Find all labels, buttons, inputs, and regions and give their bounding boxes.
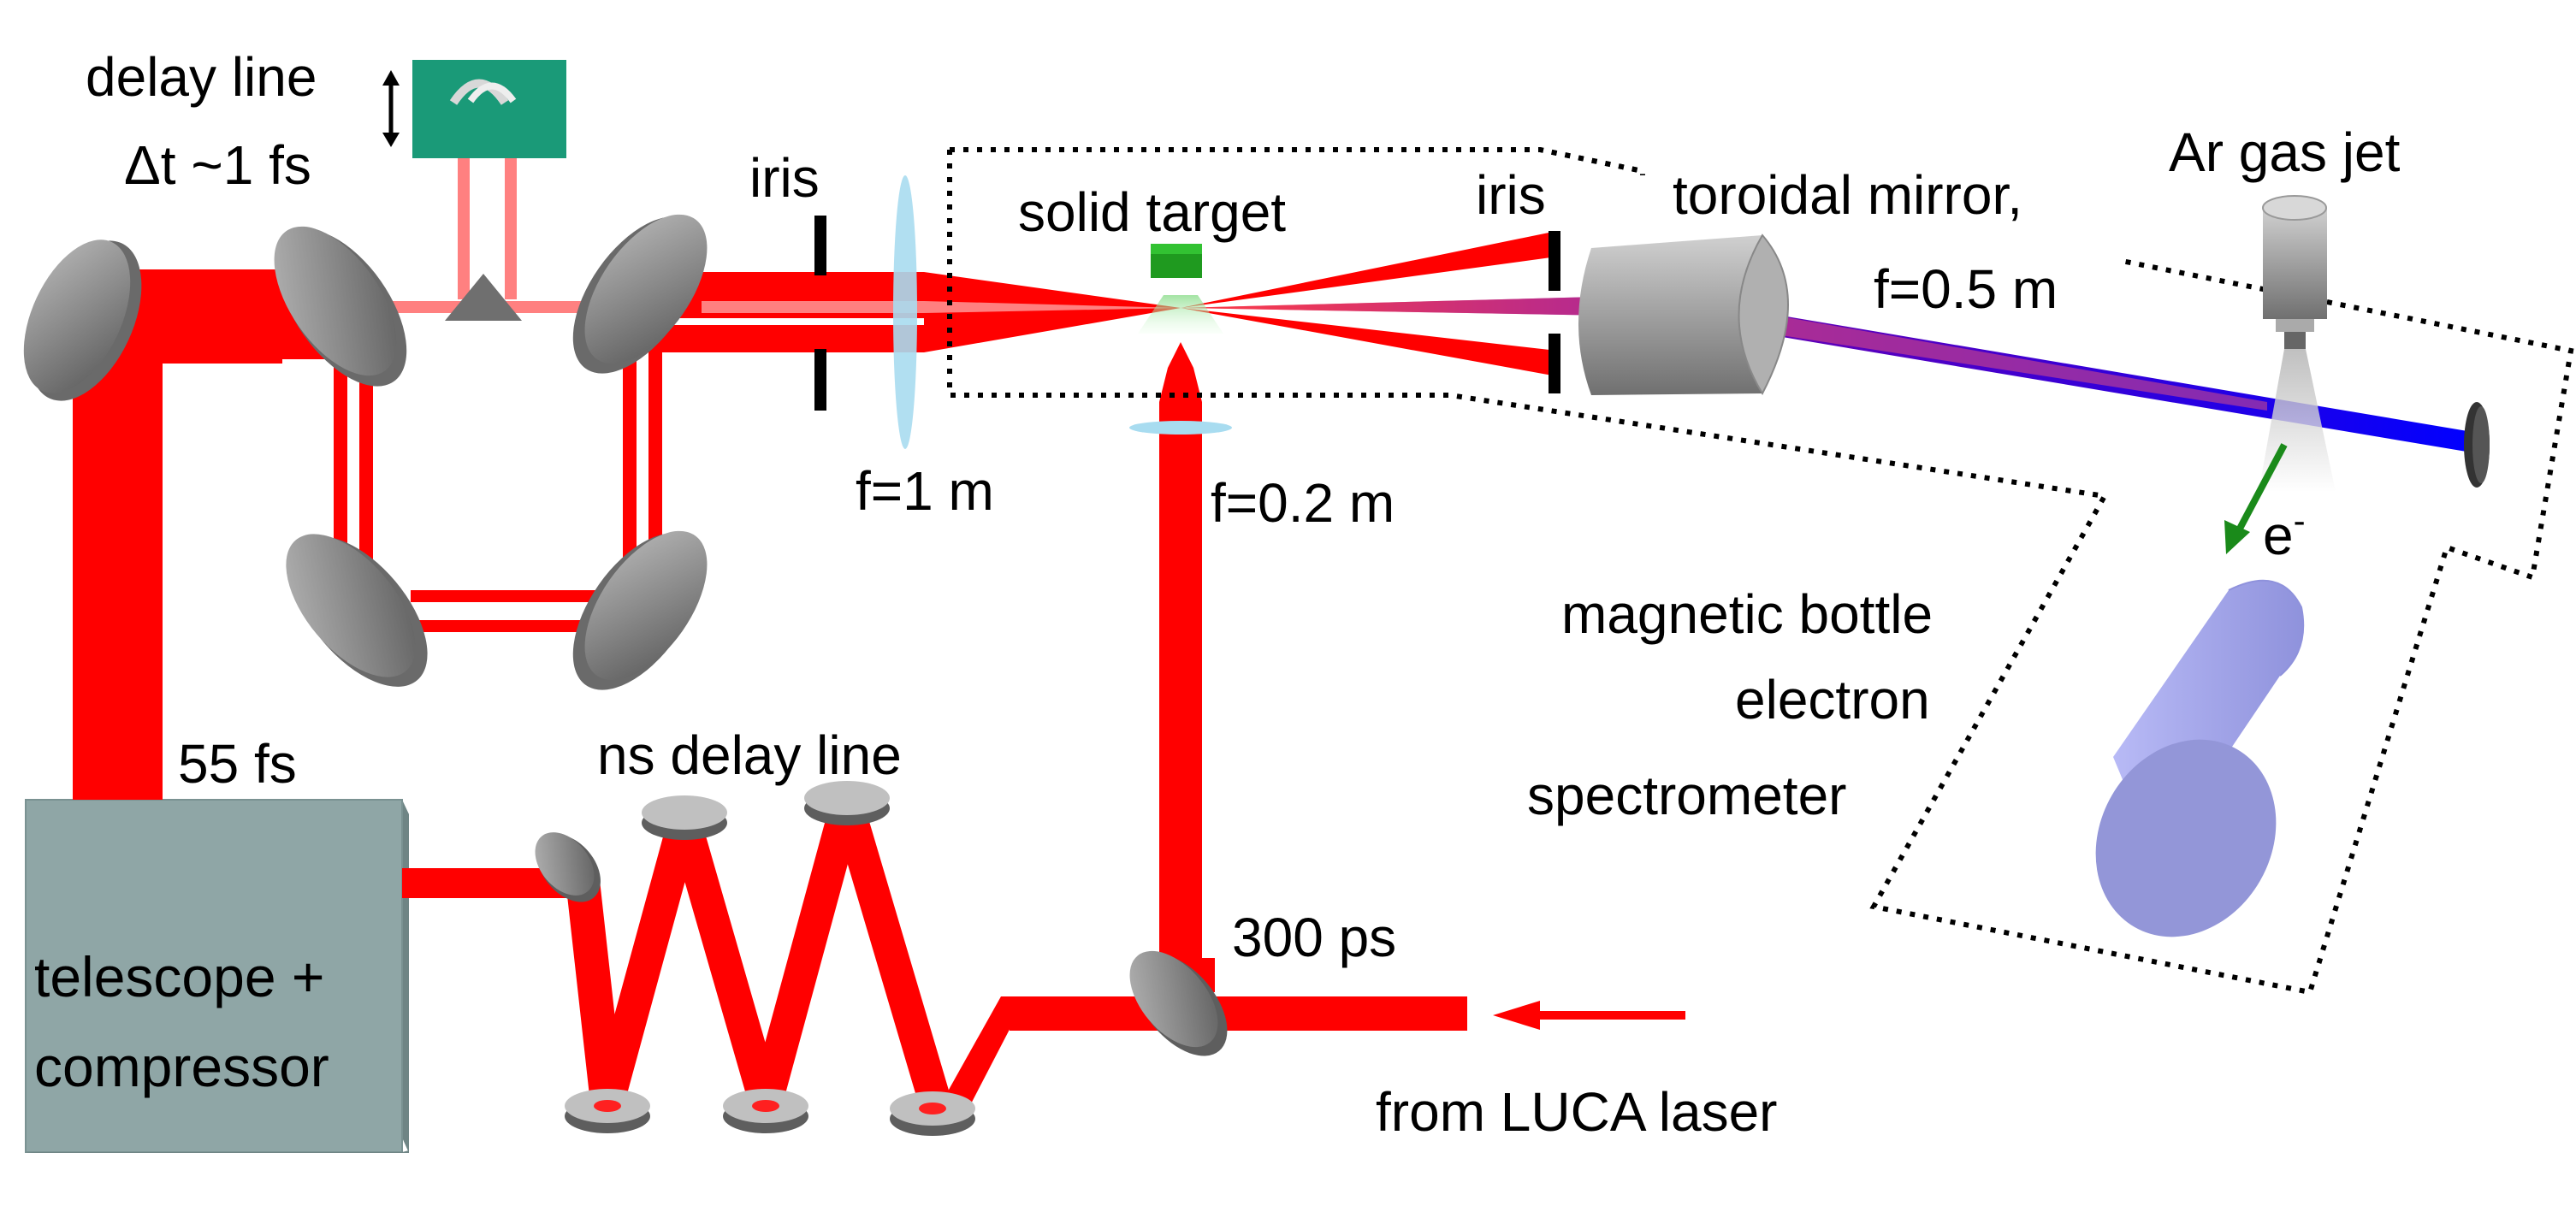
vacuum-chamber-outline-2	[950, 147, 1643, 174]
iris-right-bottom	[1549, 334, 1560, 393]
mirror-top-right	[572, 214, 708, 374]
label-delta-t: Δt ~1 fs	[124, 134, 311, 196]
lens-1m	[893, 175, 917, 449]
label-mbes-3: spectrometer	[1527, 765, 1846, 826]
label-delay-line: delay line	[86, 46, 317, 108]
ns-mirror-bottom-2	[723, 1089, 808, 1133]
label-toroidal-f: f=0.5 m	[1874, 258, 2058, 320]
label-ns-delay-line: ns delay line	[597, 724, 902, 786]
label-mbes-1: magnetic bottle	[1561, 583, 1933, 645]
label-f-02m: f=0.2 m	[1211, 472, 1395, 534]
label-toroidal-mirror: toroidal mirror,	[1673, 164, 2022, 226]
iris-left	[814, 216, 826, 275]
telescope-compressor-box	[25, 799, 409, 1153]
ns-mirror-top-2	[804, 781, 890, 825]
solid-target	[1138, 244, 1223, 334]
label-telescope: telescope +	[34, 945, 324, 1008]
ar-gas-jet	[2259, 195, 2336, 492]
ns-mirror-1	[535, 832, 601, 902]
delay-stage	[412, 60, 566, 321]
mirror-mid-left	[286, 534, 428, 687]
delay-arrow-icon	[382, 70, 400, 147]
label-iris-right: iris	[1476, 164, 1546, 226]
label-compressor: compressor	[34, 1035, 329, 1098]
ns-mirror-top-1	[642, 795, 727, 840]
ns-delay-zigzag	[402, 804, 954, 1108]
label-solid-target: solid target	[1018, 181, 1286, 243]
luca-arrow-icon	[1493, 1001, 1685, 1030]
label-300ps: 300 ps	[1232, 907, 1396, 968]
mirror-mid-right	[572, 530, 708, 690]
iris-right-top	[1549, 231, 1560, 291]
magnetic-bottle-spectrometer	[2095, 579, 2305, 937]
label-f-1m: f=1 m	[856, 460, 994, 522]
lens-02m	[1129, 421, 1232, 435]
toroidal-mirror	[1578, 234, 1789, 396]
label-electron: e-	[2263, 500, 2306, 566]
mirror-top-left	[23, 239, 142, 401]
beam-300ps	[941, 342, 1467, 1112]
mirror-300ps	[1129, 950, 1228, 1056]
label-ar-gas-jet: Ar gas jet	[2169, 121, 2401, 183]
beam-after-target	[1181, 231, 1557, 376]
label-from-luca: from LUCA laser	[1376, 1081, 1777, 1143]
electron-arrow-icon	[2224, 443, 2288, 554]
ns-mirror-bottom-1	[565, 1089, 650, 1133]
label-mbes-2: electron	[1735, 669, 1930, 730]
end-mirror	[2464, 402, 2490, 488]
label-iris-left: iris	[749, 147, 820, 209]
vacuum-chamber-outline-3	[947, 150, 2574, 996]
mirror-top-center	[274, 226, 407, 387]
iris-left-bottom	[814, 349, 826, 411]
ns-mirror-bottom-3	[890, 1091, 975, 1136]
label-55fs: 55 fs	[178, 733, 297, 795]
